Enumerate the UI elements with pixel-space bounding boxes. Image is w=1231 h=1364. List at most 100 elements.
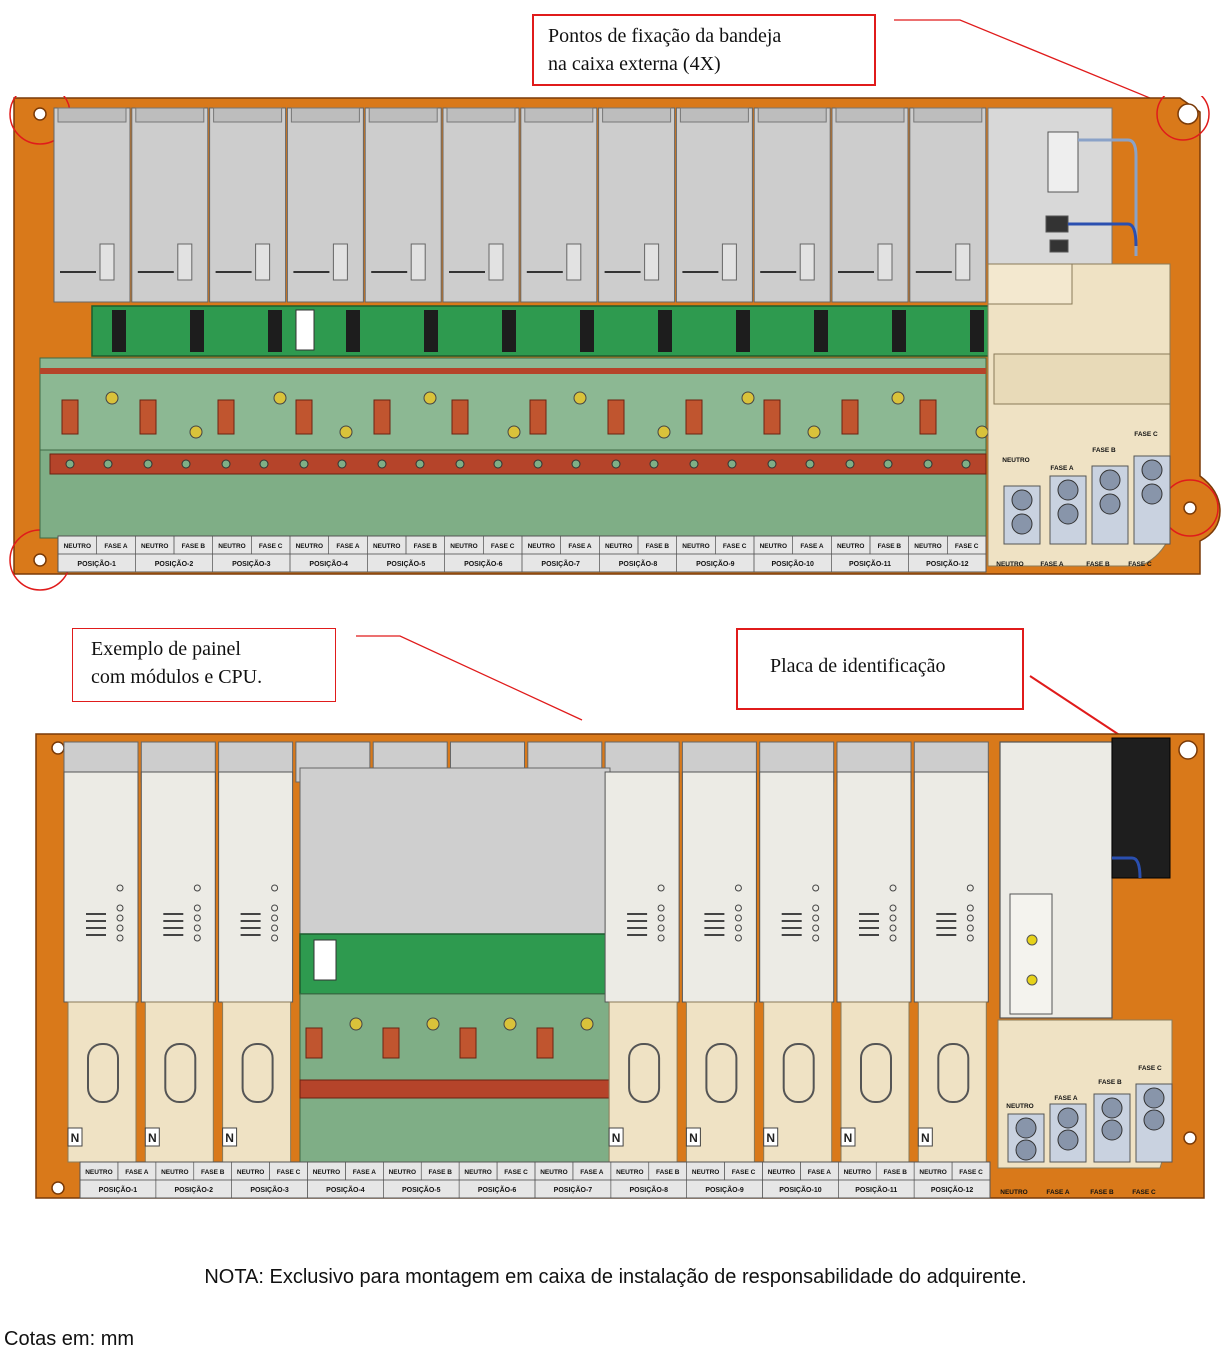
busbar-tab — [61, 399, 79, 435]
slot-label: NEUTRO — [682, 543, 709, 550]
slot-label: NEUTRO — [64, 543, 91, 550]
fixing-hole-top-right — [1177, 103, 1199, 125]
terminal-label: FASE C — [1138, 1065, 1162, 1072]
slot-housing — [753, 107, 831, 303]
terminal-label: FASE B — [1086, 561, 1110, 568]
slot-housing — [598, 107, 676, 303]
module-marking: N — [844, 1131, 853, 1145]
terminal-label: FASE C — [1128, 561, 1152, 568]
main-busbar — [299, 1079, 611, 1099]
pcb-connector — [190, 310, 204, 352]
position-label: POSIÇÃO-7 — [554, 1185, 593, 1194]
terminal-label: FASE A — [1040, 561, 1064, 568]
slot-label: NEUTRO — [760, 543, 787, 550]
busbar-tab — [295, 399, 313, 435]
position-label: POSIÇÃO-11 — [849, 559, 891, 568]
fixing-marker-top-right — [1156, 96, 1210, 141]
slot-housing — [209, 107, 287, 303]
busbar-tab — [763, 399, 781, 435]
fixing-hole-bottom-left — [33, 553, 47, 567]
terminal-label: NEUTRO — [1002, 457, 1029, 464]
cpu-front — [1009, 893, 1053, 1015]
fixing-holes — [51, 740, 1198, 1195]
slot-label: NEUTRO — [85, 1169, 112, 1176]
screw — [507, 425, 521, 439]
slot-label: NEUTRO — [616, 1169, 643, 1176]
slot-label: FASE A — [580, 1169, 604, 1176]
meter-module: N — [836, 771, 912, 1163]
screw — [891, 391, 905, 405]
slot-label: FASE A — [800, 543, 824, 550]
slot-label: NEUTRO — [296, 543, 323, 550]
slot-label: NEUTRO — [768, 1169, 795, 1176]
module-marking: N — [612, 1131, 621, 1145]
slot-label: FASE C — [723, 543, 747, 550]
position-label: POSIÇÃO-10 — [771, 559, 814, 568]
top-tray-diagram: NEUTRO FASE A NEUTRO FASE B NEUTRO FASE C NEUT… — [9, 96, 1221, 591]
slot-label: FASE A — [336, 543, 360, 550]
slot-label: NEUTRO — [919, 1169, 946, 1176]
slot-housing — [675, 107, 753, 303]
slot-housing — [53, 107, 131, 303]
busbar-tab — [451, 399, 469, 435]
terminal-label: FASE B — [1098, 1079, 1122, 1086]
position-label: POSIÇÃO-3 — [232, 559, 271, 568]
terminal-label: FASE B — [1090, 1189, 1114, 1196]
position-label: POSIÇÃO-5 — [402, 1185, 441, 1194]
busbar-tab — [139, 399, 157, 435]
fixing-points-callout: Pontos de fixação da bandeja na caixa ex… — [532, 14, 876, 86]
slot-label: FASE C — [959, 1169, 983, 1176]
terminal-label: FASE C — [1132, 1189, 1156, 1196]
slot-label: NEUTRO — [161, 1169, 188, 1176]
leader-lines — [356, 19, 1185, 743]
slot-label: FASE C — [491, 543, 515, 550]
pcb-connector — [346, 310, 360, 352]
screw — [189, 425, 203, 439]
position-label: POSIÇÃO-7 — [541, 559, 580, 568]
fixing-hole-top-left — [33, 107, 47, 121]
slot-label: NEUTRO — [605, 543, 632, 550]
position-label: POSIÇÃO-1 — [77, 559, 116, 568]
main-busbar — [49, 453, 987, 475]
module-marking: N — [766, 1131, 775, 1145]
slot-label: NEUTRO — [844, 1169, 871, 1176]
module-marking: N — [71, 1131, 80, 1145]
module-marking: N — [689, 1131, 698, 1145]
busbar-tab — [607, 399, 625, 435]
pcb-connector — [658, 310, 672, 352]
position-label: POSIÇÃO-2 — [174, 1185, 213, 1194]
installation-note: NOTA: Exclusivo para montagem em caixa d… — [204, 1266, 1027, 1288]
slot-label: NEUTRO — [313, 1169, 340, 1176]
position-label: POSIÇÃO-3 — [250, 1185, 289, 1194]
position-label: POSIÇÃO-12 — [931, 1185, 974, 1194]
slot-label: NEUTRO — [237, 1169, 264, 1176]
fixing-holes — [33, 103, 1199, 567]
slot-label: NEUTRO — [373, 543, 400, 550]
screw — [273, 391, 287, 405]
slot-label: NEUTRO — [914, 543, 941, 550]
slot-housing — [909, 107, 987, 303]
position-label: POSIÇÃO-11 — [855, 1185, 897, 1194]
slot-label: FASE B — [201, 1169, 225, 1176]
slot-label: FASE B — [646, 543, 670, 550]
meter-module: N — [759, 771, 835, 1163]
screw — [105, 391, 119, 405]
slot-label: FASE A — [104, 543, 128, 550]
module-marking: N — [225, 1131, 234, 1145]
slot-housing — [131, 107, 209, 303]
slot-housing — [520, 107, 598, 303]
example-panel-callout: Exemplo de painel com módulos e CPU. — [72, 628, 336, 702]
pcb-connector — [892, 310, 906, 352]
busbar-tab — [373, 399, 391, 435]
screw — [573, 391, 587, 405]
slot-label: FASE C — [955, 543, 979, 550]
cpu-connector — [1045, 131, 1079, 253]
slot-label: FASE C — [504, 1169, 528, 1176]
pcb-connector — [970, 310, 984, 352]
screw — [657, 425, 671, 439]
terminal-label: NEUTRO — [1006, 1103, 1033, 1110]
busbar-tab — [529, 399, 547, 435]
slot-label: NEUTRO — [692, 1169, 719, 1176]
slot-label: NEUTRO — [450, 543, 477, 550]
